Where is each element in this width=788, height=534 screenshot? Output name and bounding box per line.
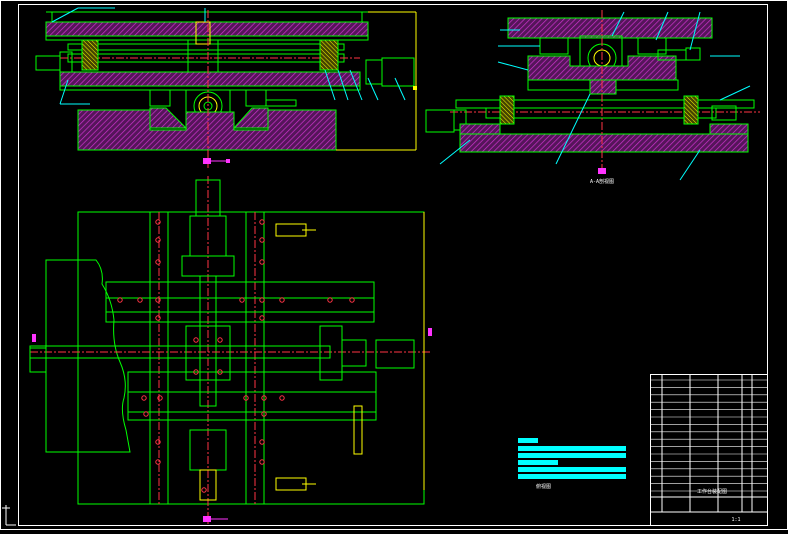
bolt-mark: [193, 369, 199, 375]
bolt-mark: [261, 411, 267, 417]
bolt-mark: [259, 459, 265, 465]
plan-view: [29, 176, 432, 524]
bolt-mark: [259, 297, 265, 303]
callout-notes: [518, 438, 626, 479]
bolt-mark: [193, 337, 199, 343]
bolt-mark: [349, 297, 355, 303]
sheet-scale: 1:1: [731, 517, 740, 523]
section-view-right: [425, 10, 760, 181]
bolt-mark: [117, 297, 123, 303]
bolt-mark: [155, 315, 161, 321]
bolt-mark: [279, 395, 285, 401]
fastener-marks: [117, 219, 355, 493]
section-caption: A-A剖视图: [590, 178, 614, 185]
bolt-mark: [143, 411, 149, 417]
ucs-icon: [2, 505, 16, 526]
bolt-mark: [259, 315, 265, 321]
view-caption: 俯视图: [536, 483, 551, 490]
bolt-mark: [259, 259, 265, 265]
bolt-mark: [259, 219, 265, 225]
bolt-mark: [137, 297, 143, 303]
title-block-caption: 工作台装配图: [697, 488, 727, 495]
bolt-mark: [327, 297, 333, 303]
bolt-mark: [155, 439, 161, 445]
bolt-mark: [155, 459, 161, 465]
section-view-left: [35, 7, 417, 168]
bolt-mark: [259, 237, 265, 243]
bolt-mark: [261, 395, 267, 401]
bolt-mark: [155, 259, 161, 265]
bolt-mark: [243, 395, 249, 401]
bolt-mark: [155, 297, 161, 303]
bolt-mark: [201, 487, 207, 493]
title-block: [650, 374, 768, 526]
bolt-mark: [239, 297, 245, 303]
bolt-mark: [155, 219, 161, 225]
bolt-mark: [259, 439, 265, 445]
bolt-mark: [141, 395, 147, 401]
bolt-mark: [157, 395, 163, 401]
bolt-mark: [155, 237, 161, 243]
bolt-mark: [217, 337, 223, 343]
bolt-mark: [217, 369, 223, 375]
bolt-mark: [279, 297, 285, 303]
